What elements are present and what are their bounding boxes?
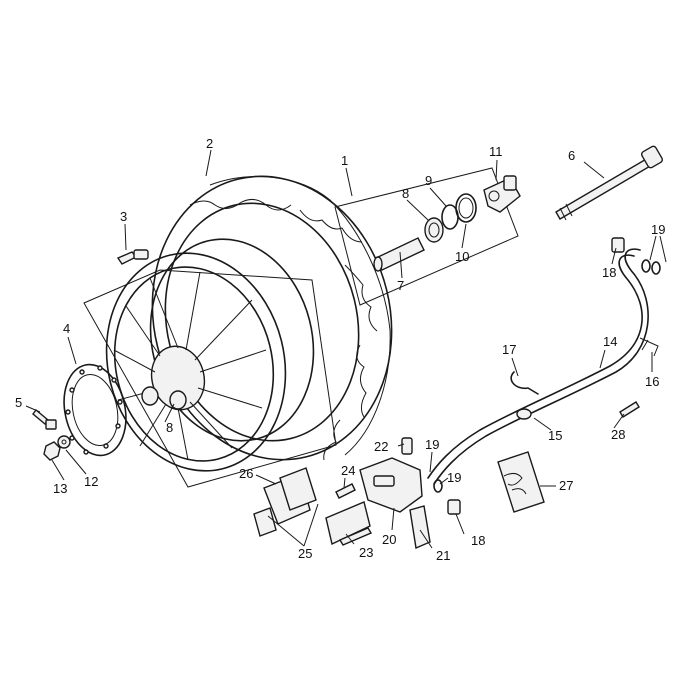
- tool-bag: [497, 451, 545, 513]
- callout-19-lower: 19: [447, 470, 461, 485]
- assembly-boxes: [83, 167, 519, 488]
- callout-16: 16: [645, 374, 659, 389]
- callout-13: 13: [53, 481, 67, 496]
- callout-5: 5: [15, 395, 22, 410]
- callout-21: 21: [436, 548, 450, 563]
- disc-fasteners: [32, 408, 71, 461]
- speedo-drive: [483, 175, 521, 213]
- callout-8-hub: 8: [402, 186, 409, 201]
- callout-labels: 1 2 3 4 5 6 7 8 8 9 10 11 12 13 14 15 16…: [15, 136, 665, 563]
- callout-7: 7: [397, 278, 404, 293]
- callout-2: 2: [206, 136, 213, 151]
- callout-25: 25: [298, 546, 312, 561]
- callout-3: 3: [120, 209, 127, 224]
- callout-15: 15: [548, 428, 562, 443]
- callout-28: 28: [611, 427, 625, 442]
- leader-lines: [25, 149, 667, 549]
- callout-18-bottom: 18: [471, 533, 485, 548]
- callout-11: 11: [489, 144, 503, 159]
- callout-10: 10: [455, 249, 469, 264]
- caliper-bracket: [409, 505, 431, 549]
- hose-fasteners: [433, 237, 661, 515]
- brake-hose: [427, 248, 659, 485]
- tyre-valve: [116, 249, 149, 265]
- callout-6: 6: [568, 148, 575, 163]
- brake-caliper: [335, 437, 423, 513]
- tyre: [151, 175, 393, 461]
- callout-17: 17: [502, 342, 516, 357]
- callout-19-caliper: 19: [425, 437, 439, 452]
- callout-8-rim: 8: [166, 420, 173, 435]
- callout-1: 1: [341, 153, 348, 168]
- brake-pads: [253, 467, 373, 546]
- callout-12: 12: [84, 474, 98, 489]
- callout-4: 4: [63, 321, 70, 336]
- callout-20: 20: [382, 532, 396, 547]
- hub-internals: [373, 193, 477, 272]
- callout-23: 23: [359, 545, 373, 560]
- callout-24: 24: [341, 463, 355, 478]
- callout-14: 14: [603, 334, 617, 349]
- callout-27: 27: [559, 478, 573, 493]
- callout-22: 22: [374, 439, 388, 454]
- callout-18-top: 18: [602, 265, 616, 280]
- brake-disc: [63, 363, 127, 457]
- callout-9: 9: [425, 173, 432, 188]
- callout-19-top: 19: [651, 222, 665, 237]
- callout-26: 26: [239, 466, 253, 481]
- axle-shaft: [555, 145, 664, 221]
